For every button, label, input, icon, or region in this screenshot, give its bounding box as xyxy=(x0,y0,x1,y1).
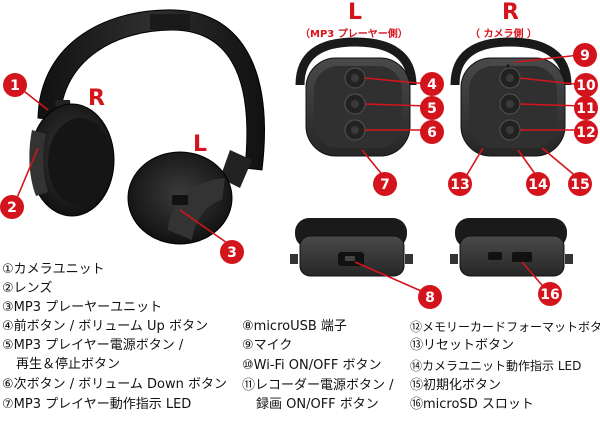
legend-item: ⑬リセットボタン xyxy=(410,338,515,353)
svg-text:13: 13 xyxy=(450,177,469,193)
svg-text:11: 11 xyxy=(576,101,595,117)
l-view-heading: L xyxy=(348,0,363,25)
bottom-view-right xyxy=(450,218,573,277)
badge-3: 3 xyxy=(220,240,244,264)
l-side-view xyxy=(295,37,417,157)
legend-item: ④前ボタン / ボリューム Up ボタン xyxy=(2,319,208,334)
legend-item: ⑮初期化ボタン xyxy=(410,378,502,393)
legend-item: ⑭カメラユニット動作指示 LED xyxy=(410,359,582,373)
badge-16: 16 xyxy=(538,282,562,306)
legend-item: 録画 ON/OFF ボタン xyxy=(256,397,379,412)
badge-2: 2 xyxy=(0,195,24,219)
main-headphone xyxy=(29,9,265,245)
svg-text:7: 7 xyxy=(380,177,390,193)
legend-item: ⑫メモリーカードフォーマットボタン xyxy=(410,320,600,334)
badge-12: 12 xyxy=(574,120,598,144)
svg-text:3: 3 xyxy=(227,245,237,261)
svg-text:10: 10 xyxy=(576,78,596,94)
svg-text:2: 2 xyxy=(7,200,17,216)
svg-text:16: 16 xyxy=(540,287,559,303)
svg-text:15: 15 xyxy=(570,177,589,193)
r-view-heading: R xyxy=(502,0,519,25)
legend-item: ①カメラユニット xyxy=(2,262,105,277)
badge-9: 9 xyxy=(573,43,597,67)
bottom-view-left xyxy=(290,218,413,277)
legend-item: ②レンズ xyxy=(2,281,53,296)
legend-item: ③MP3 プレーヤーユニット xyxy=(2,300,163,315)
legend-item: ⑦MP3 プレイヤー動作指示 LED xyxy=(2,397,192,412)
badges: 1 2 3 4 5 6 7 8 9 10 11 12 13 14 15 16 xyxy=(0,43,598,309)
r-side-view xyxy=(450,37,572,157)
badge-10: 10 xyxy=(574,73,598,97)
badge-1: 1 xyxy=(3,73,27,97)
svg-text:12: 12 xyxy=(576,125,595,141)
main-r-label: R xyxy=(88,86,105,111)
svg-text:5: 5 xyxy=(427,101,437,117)
legend-item: ⑨マイク xyxy=(242,338,293,353)
legend-item: ⑧microUSB 端子 xyxy=(242,319,347,334)
l-view-subheading: （MP3 プレーヤー側） xyxy=(300,29,408,40)
legend-item: ⑤MP3 プレイヤー電源ボタン / xyxy=(2,338,184,353)
legend-item: ⑯microSD スロット xyxy=(410,397,534,412)
svg-text:8: 8 xyxy=(425,290,435,306)
legend-item: ⑥次ボタン / ボリューム Down ボタン xyxy=(2,377,228,392)
svg-text:4: 4 xyxy=(427,77,437,93)
badge-8: 8 xyxy=(418,285,442,309)
r-view-subheading: （ カメラ側 ） xyxy=(470,29,537,40)
badge-13: 13 xyxy=(448,172,472,196)
svg-text:6: 6 xyxy=(427,125,437,141)
badge-5: 5 xyxy=(420,96,444,120)
badge-14: 14 xyxy=(526,172,550,196)
svg-text:14: 14 xyxy=(528,177,548,193)
legend-item: 再生＆停止ボタン xyxy=(16,357,121,372)
svg-text:1: 1 xyxy=(10,78,20,94)
legend-item: ⑩Wi-Fi ON/OFF ボタン xyxy=(242,358,382,373)
badge-15: 15 xyxy=(568,172,592,196)
badge-6: 6 xyxy=(420,120,444,144)
badge-11: 11 xyxy=(574,96,598,120)
badge-7: 7 xyxy=(373,172,397,196)
main-l-label: L xyxy=(193,132,208,157)
badge-4: 4 xyxy=(420,72,444,96)
legend-item: ⑪レコーダー電源ボタン / xyxy=(242,378,394,393)
svg-text:9: 9 xyxy=(580,48,590,64)
